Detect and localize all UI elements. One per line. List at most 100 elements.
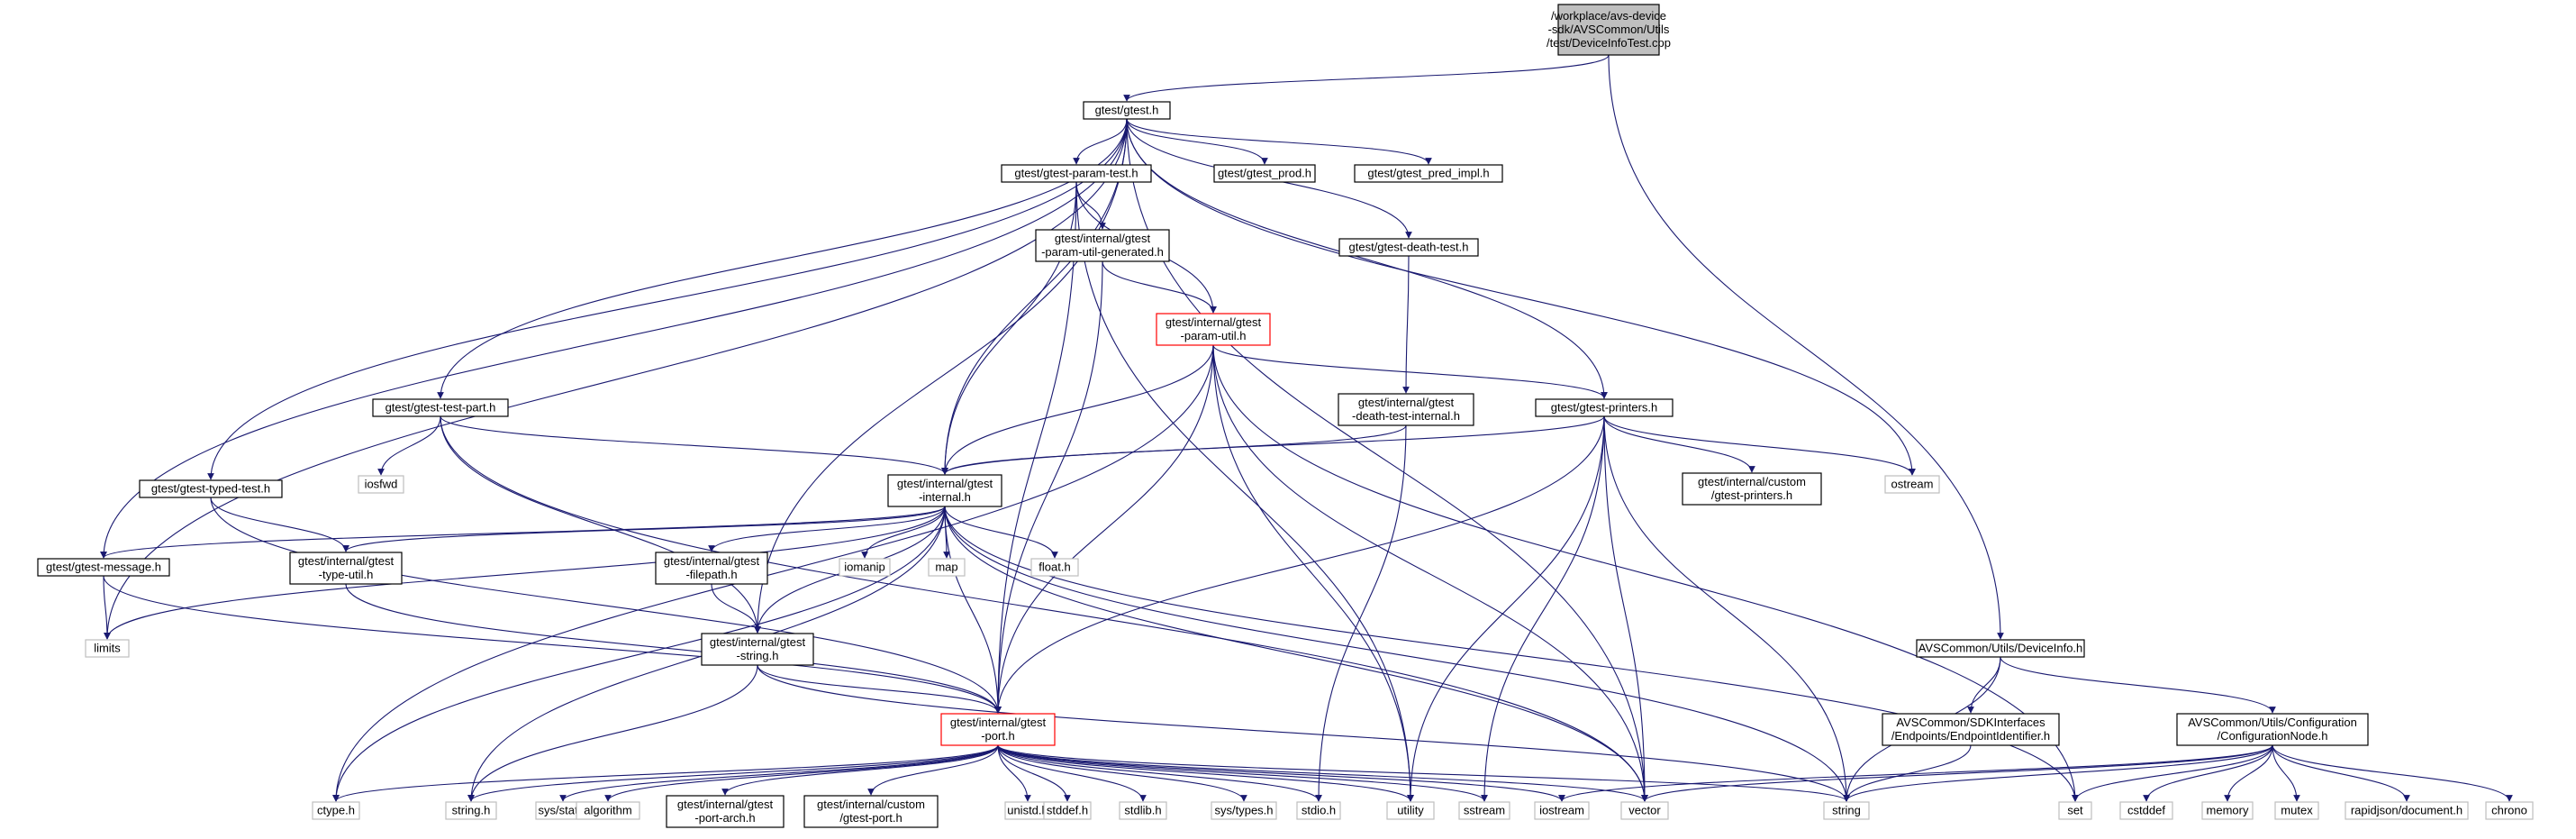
edge-port-to-sys_types [997, 744, 1247, 802]
node-label: -port.h [981, 729, 1015, 743]
edge-root-to-gtest [1123, 54, 1610, 102]
node-label: /ConfigurationNode.h [2218, 729, 2328, 743]
edge-port-to-custom_port [867, 744, 999, 796]
node-type-util[interactable]: gtest/internal/gtest-type-util.h [289, 552, 403, 585]
node-label: set [2067, 804, 2083, 817]
node-label: -sdk/AVSCommon/Utils [1548, 23, 1670, 36]
edges-layer [100, 54, 2513, 802]
edge-port-to-vector [997, 744, 1648, 802]
node-box [803, 795, 939, 828]
node-test-part[interactable]: gtest/gtest-test-part.h [372, 398, 509, 417]
edge-param_util-to-utility [1212, 344, 1414, 802]
node-sys-types: sys/types.h [1211, 801, 1277, 820]
node-internal[interactable]: gtest/internal/gtest-internal.h [887, 474, 1002, 507]
node-box [312, 801, 360, 820]
edge-gtest-to-limits [104, 118, 1128, 640]
node-box [1213, 164, 1316, 183]
node-printers[interactable]: gtest/gtest-printers.h [1535, 398, 1673, 417]
node-port-arch[interactable]: gtest/internal/gtest-port-arch.h [666, 795, 785, 828]
edge-param_util-to-internal [941, 344, 1214, 475]
edge-gtest-to-message [100, 118, 1128, 559]
edge-message-to-limits [103, 575, 111, 640]
edge-port-to-iostream [997, 744, 1565, 802]
node-pred-impl[interactable]: gtest/gtest_pred_impl.h [1354, 164, 1503, 183]
node-string-h: string.h [445, 801, 497, 820]
node-box [1030, 558, 1079, 577]
edge-printers-to-ostream [1603, 415, 1916, 476]
edge-port-to-sstream [997, 744, 1488, 802]
node-box [1296, 801, 1341, 820]
node-box [839, 558, 891, 577]
edge-gtest-to-internal [941, 118, 1128, 475]
node-custom-port[interactable]: gtest/internal/custom/gtest-port.h [803, 795, 939, 828]
node-label: sys/types.h [1214, 804, 1273, 817]
node-label: string.h [452, 804, 491, 817]
node-box [1211, 801, 1277, 820]
node-label: sstream [1464, 804, 1505, 817]
node-death-test[interactable]: gtest/gtest-death-test.h [1338, 238, 1479, 257]
edge-gtest-to-printers [1126, 118, 1608, 399]
node-box [1119, 801, 1167, 820]
node-gstring[interactable]: gtest/internal/gtest-string.h [701, 633, 814, 666]
node-box [1083, 101, 1171, 120]
node-deviceinfo[interactable]: AVSCommon/Utils/DeviceInfo.h [1916, 639, 2085, 658]
edge-confignode-to-chrono [2272, 744, 2513, 802]
node-gtest[interactable]: gtest/gtest.h [1083, 101, 1171, 120]
node-box [1338, 238, 1479, 257]
node-prod[interactable]: gtest/gtest_prod.h [1213, 164, 1316, 183]
node-param-util-gen[interactable]: gtest/internal/gtest-param-util-generate… [1035, 229, 1170, 262]
node-box [701, 633, 814, 666]
edge-internal-to-vector [944, 506, 1648, 802]
node-box [940, 713, 1056, 746]
node-confignode[interactable]: AVSCommon/Utils/Configuration/Configurat… [2176, 713, 2369, 746]
node-death-internal[interactable]: gtest/internal/gtest-death-test-internal… [1338, 393, 1474, 426]
edge-confignode-to-string [1843, 744, 2273, 802]
edge-endpoint-to-string [1843, 744, 1972, 802]
edge-param_util_gen-to-port [994, 260, 1103, 714]
edge-port-to-stddef [997, 744, 1071, 802]
edge-internal-to-set [944, 506, 2079, 802]
node-box [2485, 801, 2534, 820]
node-label: unistd.h [1007, 804, 1048, 817]
node-box [1682, 472, 1822, 506]
edge-internal-to-type_util [342, 506, 946, 552]
node-box [372, 398, 509, 417]
node-label: iosfwd [365, 478, 398, 491]
edge-port-to-sys_stat [559, 744, 999, 802]
node-rapidjson: rapidjson/document.h [2345, 801, 2469, 820]
node-param-util[interactable]: gtest/internal/gtest-param-util.h [1156, 313, 1271, 346]
node-mutex: mutex [2274, 801, 2319, 820]
node-sstream: sstream [1458, 801, 1510, 820]
node-label: gtest/gtest-typed-test.h [151, 482, 270, 496]
node-ctype: ctype.h [312, 801, 360, 820]
node-endpoint[interactable]: AVSCommon/SDKInterfaces/Endpoints/Endpoi… [1882, 713, 2060, 746]
node-cstddef: cstddef [2119, 801, 2173, 820]
node-port[interactable]: gtest/internal/gtest-port.h [940, 713, 1056, 746]
node-box [1916, 639, 2085, 658]
edge-port-to-algorithm [604, 744, 999, 802]
edge-test_part-to-iosfwd [377, 415, 441, 476]
node-label: -string.h [737, 649, 779, 662]
node-label: gtest/internal/custom [1698, 475, 1806, 488]
node-message[interactable]: gtest/gtest-message.h [37, 558, 170, 577]
edge-param_util-to-printers [1212, 344, 1608, 399]
edge-gtest-to-param_test [1073, 118, 1128, 165]
edge-printers-to-custom_printers [1603, 415, 1755, 473]
node-typed-test[interactable]: gtest/gtest-typed-test.h [139, 479, 283, 498]
node-label: AVSCommon/Utils/Configuration [2188, 716, 2357, 729]
node-box [1882, 713, 2060, 746]
node-box [85, 639, 130, 658]
node-box [1156, 313, 1271, 346]
node-label: gtest/internal/gtest [897, 477, 993, 490]
node-box [1535, 398, 1673, 417]
node-label: AVSCommon/Utils/DeviceInfo.h [1918, 642, 2083, 655]
edge-confignode-to-vector [1641, 744, 2273, 802]
node-label: -port-arch.h [694, 811, 755, 825]
node-box [139, 479, 283, 498]
node-custom-printers[interactable]: gtest/internal/custom/gtest-printers.h [1682, 472, 1822, 506]
node-param-test[interactable]: gtest/gtest-param-test.h [1001, 164, 1152, 183]
node-filepath[interactable]: gtest/internal/gtest-filepath.h [655, 552, 768, 585]
node-ostream: ostream [1884, 475, 1940, 494]
edge-port-to-port_arch [721, 744, 999, 796]
node-root[interactable]: /workplace/avs-device-sdk/AVSCommon/Util… [1547, 4, 1671, 56]
